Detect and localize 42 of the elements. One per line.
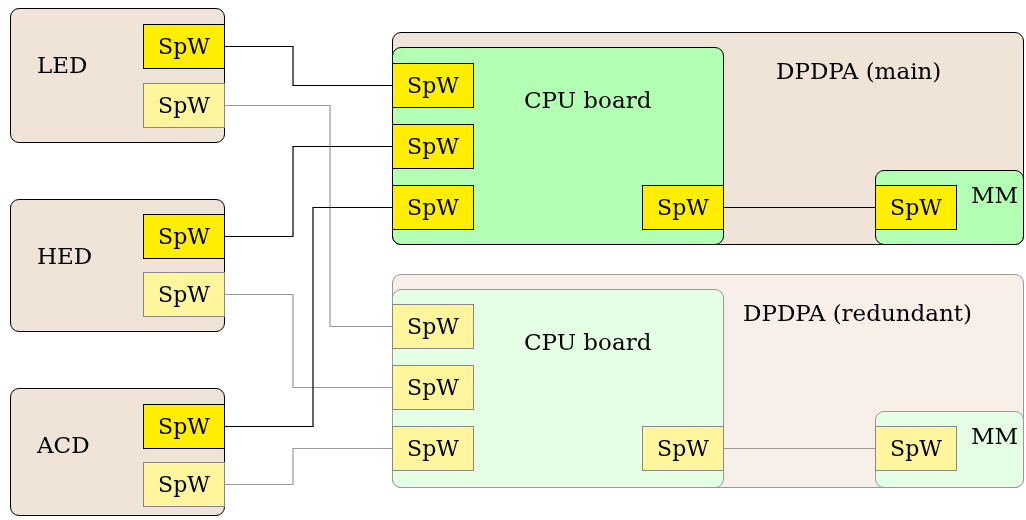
port-box: SpW bbox=[392, 124, 474, 169]
box-title: DPDPA (redundant) bbox=[743, 300, 973, 326]
connector-line bbox=[723, 206, 876, 209]
unit-panel bbox=[392, 274, 1024, 488]
port-box: SpW bbox=[143, 272, 225, 317]
unit-panel bbox=[392, 32, 1024, 245]
port-box: SpW bbox=[143, 462, 225, 507]
board-box bbox=[875, 411, 1024, 488]
box-title: ACD bbox=[37, 432, 90, 458]
connector-line bbox=[224, 145, 393, 238]
connector-line bbox=[723, 447, 876, 450]
port-box: SpW bbox=[392, 63, 474, 108]
board-box bbox=[392, 289, 724, 488]
connector-line bbox=[224, 104, 393, 328]
port-box: SpW bbox=[875, 426, 957, 471]
port-box: SpW bbox=[392, 426, 474, 471]
box-title: CPU board bbox=[524, 87, 652, 113]
port-box: SpW bbox=[642, 185, 724, 230]
connector-line bbox=[224, 45, 393, 87]
box-title: DPDPA (main) bbox=[776, 58, 942, 84]
connector-line bbox=[224, 293, 393, 389]
port-box: SpW bbox=[143, 214, 225, 259]
board-box bbox=[392, 47, 724, 245]
instrument-box bbox=[10, 388, 225, 516]
board-box bbox=[875, 170, 1024, 245]
connector-line bbox=[224, 447, 393, 486]
port-box: SpW bbox=[143, 83, 225, 128]
port-box: SpW bbox=[143, 404, 225, 449]
port-box: SpW bbox=[875, 185, 957, 230]
instrument-box bbox=[10, 199, 225, 332]
port-box: SpW bbox=[642, 426, 724, 471]
box-title: LED bbox=[37, 52, 88, 78]
instrument-box bbox=[10, 8, 225, 143]
connector-line bbox=[224, 206, 393, 428]
box-title: HED bbox=[37, 243, 93, 269]
port-box: SpW bbox=[392, 185, 474, 230]
port-box: SpW bbox=[392, 365, 474, 410]
port-box: SpW bbox=[143, 24, 225, 69]
port-box: SpW bbox=[392, 304, 474, 349]
box-title: CPU board bbox=[524, 329, 652, 355]
box-title: MM bbox=[971, 423, 1019, 449]
box-title: MM bbox=[971, 182, 1019, 208]
